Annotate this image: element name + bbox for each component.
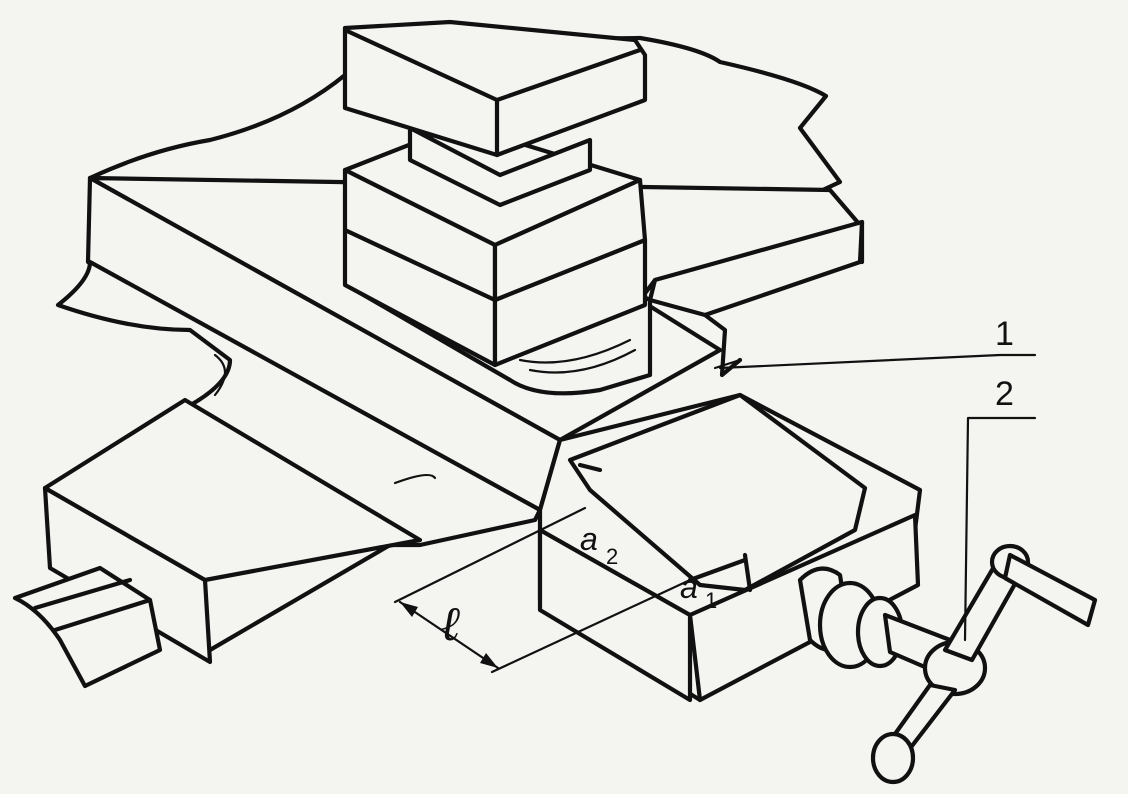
left-shaft [12,565,163,689]
leader-line-1 [718,353,1037,370]
crank-knob-lower [870,731,916,785]
toolpost-top-cap [342,19,648,158]
leader-line-2 [963,416,1037,642]
label-angle-a1-subscript: 1 [705,588,717,613]
left-arm-top [42,397,423,583]
label-length-l: ℓ [440,598,460,651]
toolpost-neck [407,125,593,208]
dimension-line-l [398,600,500,670]
crank-handle [1002,552,1098,628]
label-part-1: 1 [995,315,1014,353]
dimension-extension-right [490,578,692,674]
dovetail-gib [567,392,868,593]
label-part-2: 2 [995,375,1014,413]
dimension-extension-left [393,506,587,604]
label-angle-a2-subscript: 2 [606,544,618,569]
label-angle-a1: a [680,569,698,605]
toolpost-block-mid-right [492,177,648,303]
label-angle-a2: a [580,521,598,557]
right-rail-block [647,219,865,318]
